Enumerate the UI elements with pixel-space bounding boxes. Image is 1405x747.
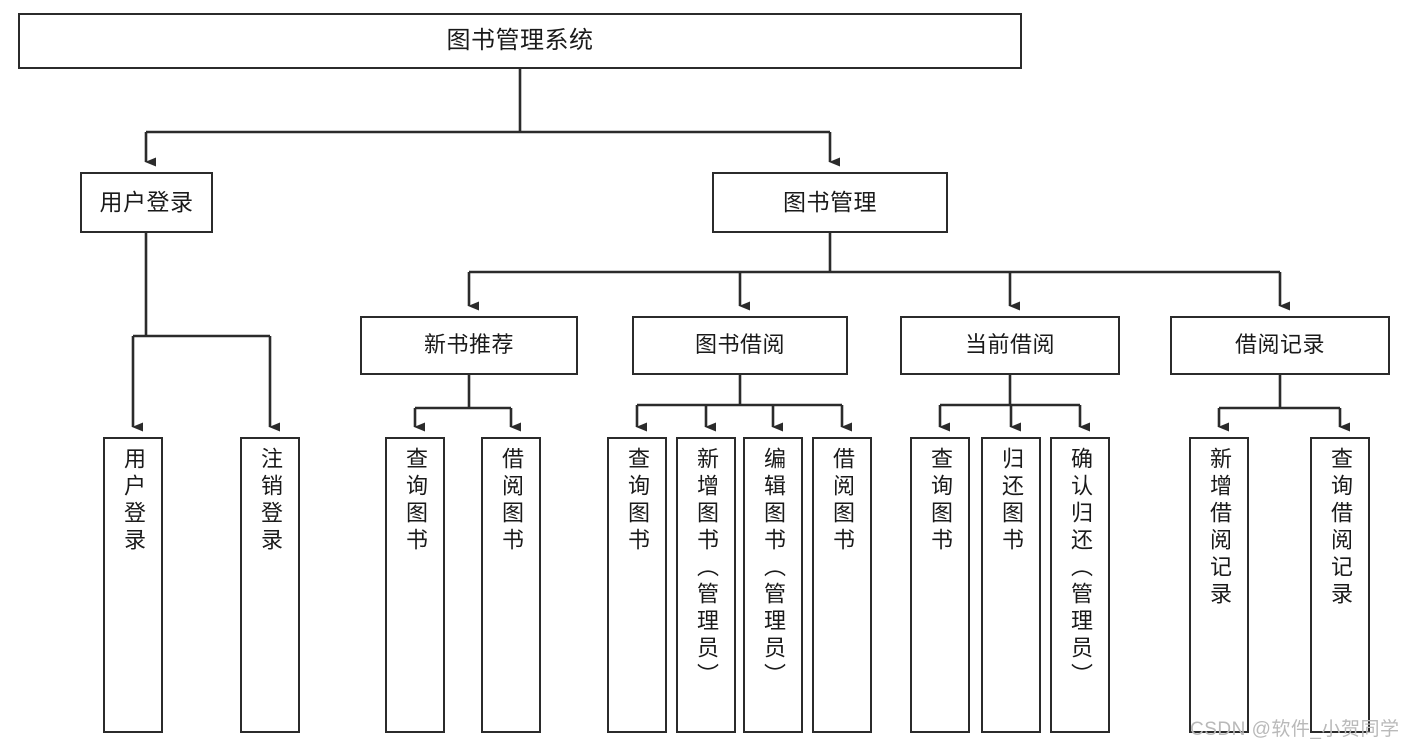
leaf-add-record[interactable]: 新增借阅记录 bbox=[1189, 437, 1249, 733]
leaf-confirm-return[interactable]: 确认归还（管理员） bbox=[1050, 437, 1110, 733]
leaf-add-record-label: 新增借阅记录 bbox=[1207, 447, 1232, 609]
leaf-add-book-label: 新增图书（管理员） bbox=[694, 447, 719, 690]
leaf-query-book-2-label: 查询图书 bbox=[625, 447, 650, 555]
node-new-book-rec[interactable]: 新书推荐 bbox=[360, 316, 578, 375]
node-book-borrow-label: 图书借阅 bbox=[694, 332, 785, 358]
leaf-query-book-3[interactable]: 查询图书 bbox=[910, 437, 970, 733]
leaf-add-book[interactable]: 新增图书（管理员） bbox=[676, 437, 736, 733]
node-root[interactable]: 图书管理系统 bbox=[18, 13, 1022, 69]
node-user-login-label: 用户登录 bbox=[99, 188, 194, 215]
leaf-query-record-label: 查询借阅记录 bbox=[1328, 447, 1353, 609]
leaf-user-login-label: 用户登录 bbox=[121, 447, 146, 555]
node-root-label: 图书管理系统 bbox=[446, 26, 594, 54]
node-new-book-rec-label: 新书推荐 bbox=[423, 332, 514, 358]
leaf-user-login[interactable]: 用户登录 bbox=[103, 437, 163, 733]
leaf-edit-book-label: 编辑图书（管理员） bbox=[761, 447, 786, 690]
node-user-login[interactable]: 用户登录 bbox=[80, 172, 213, 233]
leaf-borrow-book-1-label: 借阅图书 bbox=[499, 447, 524, 555]
node-borrow-record[interactable]: 借阅记录 bbox=[1170, 316, 1390, 375]
node-book-manage[interactable]: 图书管理 bbox=[712, 172, 948, 233]
leaf-logout-label: 注销登录 bbox=[258, 447, 283, 555]
node-book-borrow[interactable]: 图书借阅 bbox=[632, 316, 848, 375]
csdn-watermark: CSDN @软件_小贺同学 bbox=[1190, 719, 1400, 740]
leaf-borrow-book-1[interactable]: 借阅图书 bbox=[481, 437, 541, 733]
leaf-query-book-1[interactable]: 查询图书 bbox=[385, 437, 445, 733]
leaf-borrow-book-2[interactable]: 借阅图书 bbox=[812, 437, 872, 733]
leaf-return-book-label: 归还图书 bbox=[999, 447, 1024, 555]
node-borrow-record-label: 借阅记录 bbox=[1234, 332, 1325, 358]
leaf-borrow-book-2-label: 借阅图书 bbox=[830, 447, 855, 555]
leaf-return-book[interactable]: 归还图书 bbox=[981, 437, 1041, 733]
node-current-borrow[interactable]: 当前借阅 bbox=[900, 316, 1120, 375]
leaf-query-book-1-label: 查询图书 bbox=[403, 447, 428, 555]
node-current-borrow-label: 当前借阅 bbox=[964, 332, 1055, 358]
leaf-query-book-2[interactable]: 查询图书 bbox=[607, 437, 667, 733]
node-book-manage-label: 图书管理 bbox=[783, 188, 877, 215]
leaf-query-book-3-label: 查询图书 bbox=[928, 447, 953, 555]
leaf-query-record[interactable]: 查询借阅记录 bbox=[1310, 437, 1370, 733]
leaf-confirm-return-label: 确认归还（管理员） bbox=[1068, 447, 1093, 690]
leaf-edit-book[interactable]: 编辑图书（管理员） bbox=[743, 437, 803, 733]
leaf-logout[interactable]: 注销登录 bbox=[240, 437, 300, 733]
